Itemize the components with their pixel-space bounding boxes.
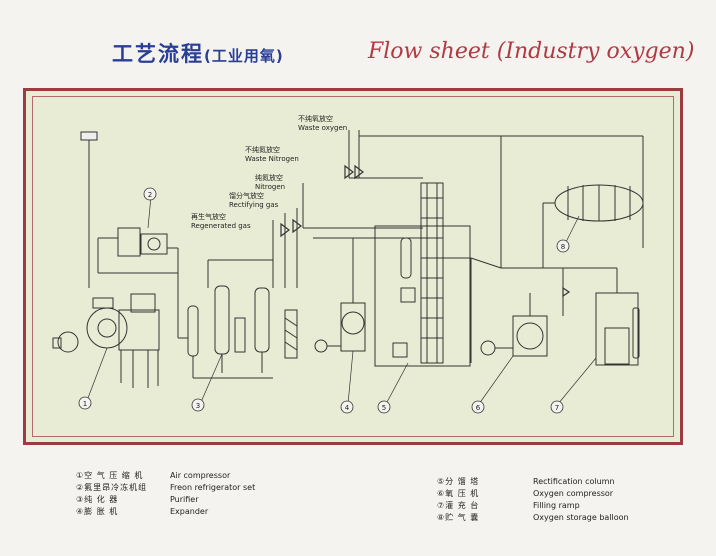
nitrogen-label-cn: 纯氮放空 [255, 173, 283, 182]
regenerated-label-cn: 再生气放空 [191, 212, 226, 221]
page-title-cn: 工艺流程(工业用氧) [112, 38, 284, 68]
title-cn-main: 工艺流程 [112, 42, 204, 66]
marker-circle-5 [377, 400, 391, 414]
legend-item-cn: ⑤分 馏 塔 [437, 477, 480, 486]
legend-item-cn: ⑥氧 压 机 [437, 489, 480, 498]
legend-item-cn: ②氟里昂冷冻机组 [76, 483, 148, 492]
legend-item-en: Freon refrigerator set [170, 483, 256, 492]
valves [280, 164, 571, 298]
legend-item: ⑤分 馏 塔 Rectification column [437, 476, 629, 488]
oxygen-compressor [480, 267, 564, 357]
marker-1: 1 [83, 400, 87, 408]
legend-item-cn: ④膨 胀 机 [76, 507, 119, 516]
expander [314, 288, 366, 353]
marker-circle-4 [340, 400, 354, 414]
air-intake-filter [80, 131, 98, 288]
legend-item: ①空 气 压 缩 机 Air compressor [76, 470, 255, 482]
marker-circle-6 [471, 400, 485, 414]
vent-lines [272, 130, 644, 288]
legend-item-en: Expander [170, 507, 209, 516]
nitrogen-label-en: Nitrogen [255, 183, 285, 191]
marker-6: 6 [476, 404, 481, 412]
legend-item-cn: ①空 气 压 缩 机 [76, 471, 144, 480]
marker-circle-8 [556, 239, 570, 253]
waste-nitrogen-label-cn: 不纯氮放空 [245, 145, 280, 154]
waste-nitrogen-label-en: Waste Nitrogen [245, 155, 299, 163]
marker-7: 7 [555, 404, 559, 412]
legend-item: ⑦灌 充 台 Filling ramp [437, 500, 629, 512]
marker-3: 3 [196, 402, 200, 410]
purifier [187, 238, 274, 379]
marker-circle-3 [191, 398, 205, 412]
marker-circle-7 [550, 400, 564, 414]
legend-item: ②氟里昂冷冻机组 Freon refrigerator set [76, 482, 255, 494]
waste-oxygen-label-en: Waste oxygen [298, 124, 347, 132]
legend-item-en: Purifier [170, 495, 199, 504]
marker-circle-1 [78, 396, 92, 410]
legend-item-en: Rectification column [533, 477, 615, 486]
legend-item-cn: ⑦灌 充 台 [437, 501, 480, 510]
rectifying-label-cn: 馏分气放空 [229, 191, 264, 200]
legend-item: ⑥氧 压 机 Oxygen compressor [437, 488, 629, 500]
page-title-en: Flow sheet (Industry oxygen) [368, 39, 695, 64]
legend-item-en: Filling ramp [533, 501, 580, 510]
waste-oxygen-label-cn: 不纯氧放空 [298, 114, 333, 123]
legend-item-en: Oxygen storage balloon [533, 513, 629, 522]
marker-8: 8 [561, 243, 565, 251]
filling-ramp [563, 267, 640, 366]
flow-diagram: 不纯氧放空 Waste oxygen 不纯氮放空 Waste Nitrogen … [52, 114, 644, 414]
legend-item: ④膨 胀 机 Expander [76, 506, 255, 518]
freon-refrigerator [97, 227, 188, 339]
marker-circle-2 [143, 187, 157, 201]
frame-inner-border [32, 96, 674, 437]
rectifying-label-en: Rectifying gas [229, 201, 279, 209]
legend-item-en: Air compressor [170, 471, 231, 480]
legend-item-en: Oxygen compressor [533, 489, 614, 498]
legend-item: ⑧贮 气 囊 Oxygen storage balloon [437, 512, 629, 524]
heat-exchanger [284, 309, 298, 359]
legend-item: ③纯 化 器 Purifier [76, 494, 255, 506]
legend-item-cn: ⑧贮 气 囊 [437, 513, 480, 522]
storage-balloon [542, 184, 644, 268]
regenerated-label-en: Regenerated gas [191, 222, 251, 230]
air-compressor [52, 293, 160, 388]
legend-item-cn: ③纯 化 器 [76, 495, 119, 504]
marker-2: 2 [148, 191, 152, 199]
marker-4: 4 [345, 404, 350, 412]
rectification-column [374, 182, 502, 367]
title-cn-sub: (工业用氧) [204, 47, 284, 65]
legend-right: ⑤分 馏 塔 Rectification column ⑥氧 压 机 Oxygen … [437, 476, 629, 524]
marker-leaders [87, 195, 597, 405]
legend-left: ①空 气 压 缩 机 Air compressor ②氟里昂冷冻机组 Freon r… [76, 470, 255, 518]
marker-5: 5 [382, 404, 386, 412]
